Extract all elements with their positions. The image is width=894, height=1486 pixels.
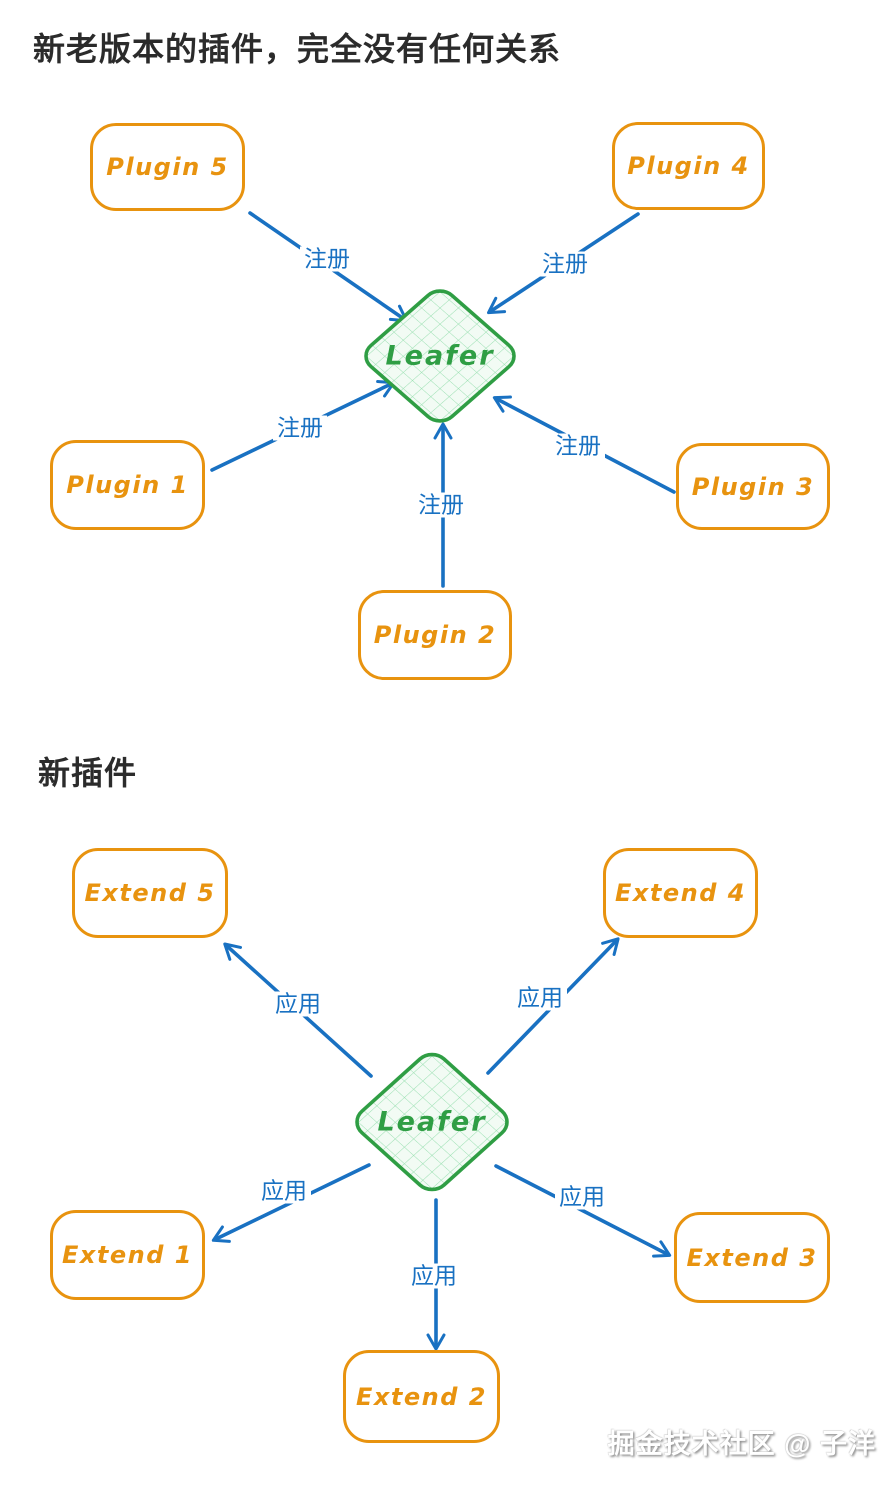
node-plugin-5: Plugin 5	[90, 123, 245, 211]
leafer-label-old: Leafer	[385, 340, 495, 372]
node-extend-1: Extend 1	[50, 1210, 205, 1300]
leafer-label-new: Leafer	[377, 1106, 487, 1138]
edge-label-apply: 应用	[513, 985, 567, 1011]
node-label: Plugin 1	[66, 471, 189, 499]
edge-label-apply: 应用	[271, 991, 325, 1017]
node-extend-4: Extend 4	[603, 848, 758, 938]
node-label: Extend 5	[84, 879, 216, 907]
node-label: Plugin 2	[373, 621, 497, 649]
leafer-diamond-new	[350, 1048, 514, 1196]
edge-label-apply: 应用	[407, 1263, 461, 1289]
edge-label-register: 注册	[300, 246, 354, 272]
old-section-title: 新老版本的插件，完全没有任何关系	[33, 31, 562, 67]
watermark: 掘金技术社区 @ 子洋	[607, 1429, 876, 1459]
node-label: Extend 4	[615, 879, 746, 907]
leafer-diamond-old	[359, 285, 521, 427]
new-section-title: 新插件	[38, 755, 138, 791]
node-label: Extend 1	[62, 1241, 193, 1269]
edge-label-apply: 应用	[257, 1178, 311, 1204]
node-plugin-3: Plugin 3	[676, 443, 830, 530]
edge-label-register: 注册	[273, 415, 327, 441]
arrow-apply-extend3	[494, 1164, 672, 1258]
node-label: Extend 2	[356, 1382, 487, 1411]
node-extend-5: Extend 5	[72, 848, 228, 938]
node-label: Extend 3	[686, 1243, 818, 1272]
node-label: Plugin 3	[691, 472, 815, 501]
node-extend-2: Extend 2	[343, 1350, 500, 1443]
node-plugin-1: Plugin 1	[50, 440, 205, 530]
edge-label-register: 注册	[538, 251, 592, 277]
edge-label-register: 注册	[414, 492, 468, 518]
node-plugin-2: Plugin 2	[358, 590, 512, 680]
edge-label-register: 注册	[551, 433, 605, 459]
node-plugin-4: Plugin 4	[612, 122, 765, 210]
node-extend-3: Extend 3	[674, 1212, 830, 1303]
node-label: Plugin 5	[106, 153, 229, 181]
node-label: Plugin 4	[627, 152, 750, 180]
edge-label-apply: 应用	[555, 1184, 609, 1210]
